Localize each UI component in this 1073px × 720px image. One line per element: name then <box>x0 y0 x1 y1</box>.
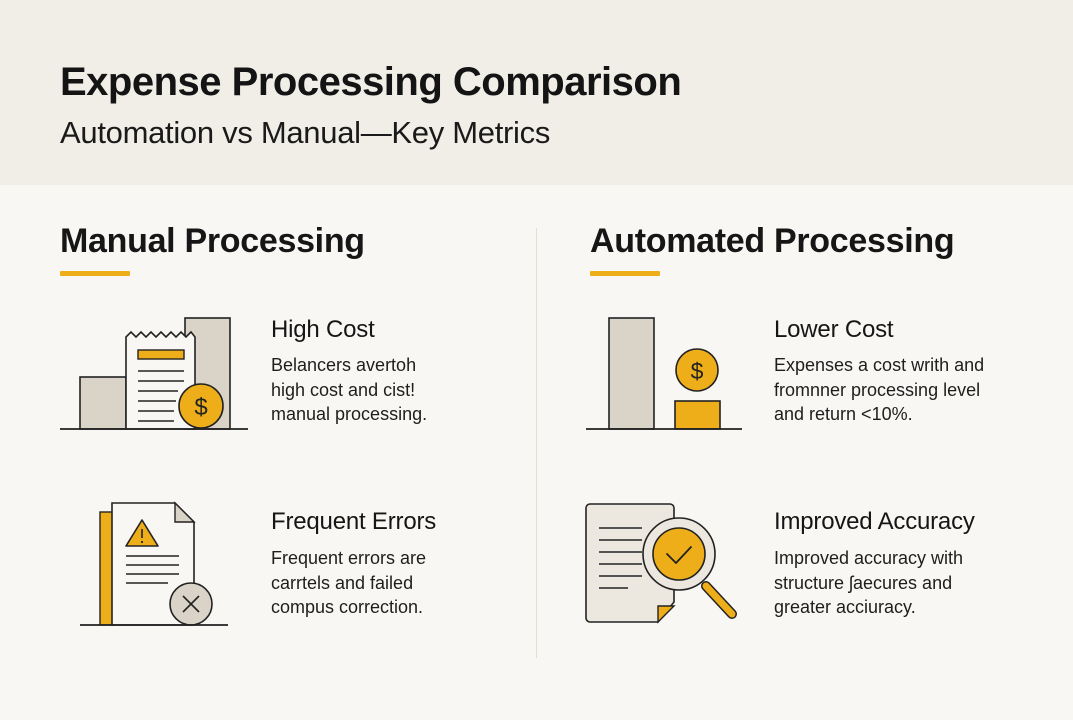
lower-cost-title: Lower Cost <box>774 316 894 343</box>
desc-line: high cost and cist! <box>271 379 416 400</box>
desc-line: Belancers avertoh <box>271 355 417 375</box>
frequent-errors-description: Frequent errors are carrtels and failed … <box>271 546 531 620</box>
automated-title-underline <box>590 271 660 276</box>
desc-line: compus correction. <box>271 597 424 617</box>
improved-accuracy-description: Improved accuracy with structure ʃaecure… <box>774 546 1034 620</box>
svg-text:$: $ <box>194 394 207 421</box>
svg-text:$: $ <box>691 358 704 384</box>
page-subtitle: Automation vs Manual—Key Metrics <box>60 115 551 150</box>
desc-line: greater acciuracy. <box>774 597 916 617</box>
manual-column-title: Manual Processing <box>60 222 365 260</box>
page-title: Expense Processing Comparison <box>60 60 682 104</box>
lower-cost-description: Expenses a cost writh and fromnner proce… <box>774 353 1034 427</box>
document-magnifier-check-icon <box>585 503 737 624</box>
document-error-icon <box>80 501 228 626</box>
header-banner: Expense Processing Comparison Automation… <box>0 0 1073 185</box>
desc-line: Improved accuracy with <box>774 548 964 568</box>
desc-line: Expenses a cost writh and <box>774 355 985 375</box>
improved-accuracy-title: Improved Accuracy <box>774 508 975 535</box>
lower-cost-bar-icon: $ <box>586 317 742 430</box>
automated-column-title: Automated Processing <box>590 222 955 260</box>
high-cost-title: High Cost <box>271 316 375 343</box>
high-cost-description: Belancers avertoh high cost and cist! ma… <box>271 353 531 427</box>
manual-title-underline <box>60 271 130 276</box>
column-divider <box>536 228 537 658</box>
desc-line: carrtels and failed <box>271 572 414 593</box>
desc-line: and return <10%. <box>774 404 913 424</box>
frequent-errors-title: Frequent Errors <box>271 508 437 535</box>
desc-line: Frequent errors are <box>271 548 427 568</box>
desc-line: manual processing. <box>271 404 428 424</box>
receipt-cost-icon: $ <box>60 317 248 430</box>
desc-line: structure ʃaecures and <box>774 572 953 593</box>
desc-line: fromnner processing level <box>774 379 981 400</box>
